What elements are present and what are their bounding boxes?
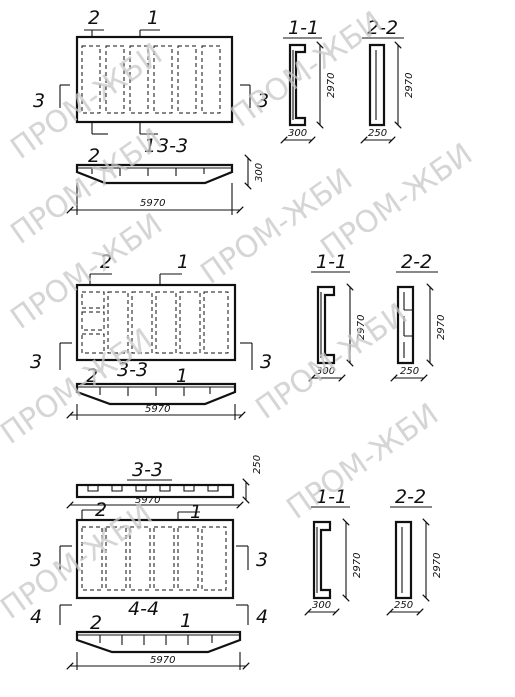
dim-length: 5970 [140,198,165,209]
dim-length-bottom: 5970 [150,655,175,666]
section-height: 2970 [404,73,415,98]
section-height: 2970 [326,73,337,98]
variant-1: 2 1 3 3 2 1 3-3 5970 [33,7,415,215]
section-label: 2-2 [367,17,398,39]
section-label: 1-1 [316,251,347,273]
plan-rib-cells-2 [81,291,229,354]
dim-height: 250 [252,455,263,474]
section-width: 250 [394,600,413,611]
section-2-2-v2: 2-2 2970 250 [394,251,447,378]
variant-3: 3-3 250 5970 2 1 [30,455,443,670]
section-width: 300 [288,128,307,139]
side-label-left: 3 [30,549,42,571]
section-width: 300 [316,366,335,377]
elevation-label: 3-3 [117,359,148,381]
section-height: 2970 [352,553,363,578]
section-width: 250 [368,128,387,139]
bottom-label-left: 4 [30,606,42,628]
section-label: 2-2 [395,486,426,508]
cut-label-1: 1 [177,251,189,273]
section-2-2-v3: 2-2 2970 250 [390,486,443,612]
section-1-1-v3: 1-1 2970 300 [308,486,363,612]
variant-2: 2 1 3 3 2 1 3-3 5970 1-1 297 [30,251,447,420]
side-label-left: 3 [30,351,42,373]
cut-label-2: 2 [88,7,100,29]
elev-mark-left: 2 [86,365,98,387]
section-1-1-v1: 1-1 2970 300 [283,17,337,140]
plan-view-1: 2 1 3 3 [33,7,269,135]
section-1-1-v2: 1-1 2970 300 [311,251,367,378]
section-width: 300 [312,600,331,611]
elev-mark-right: 1 [180,610,192,632]
section-height: 2970 [432,553,443,578]
plan-view-2: 2 1 3 3 [30,251,272,373]
section-height: 2970 [356,315,367,340]
side-label-right: 3 [257,90,269,112]
section-label: 2-2 [401,251,432,273]
side-label-left: 3 [33,90,45,112]
elevation-1: 2 1 3-3 5970 300 [70,135,265,215]
plan-rib-cells-1 [81,45,221,114]
cut-label-1: 1 [147,7,159,29]
section-height: 2970 [436,315,447,340]
bottom-label-right: 4 [256,606,268,628]
side-label-right: 3 [256,549,268,571]
elevation-label: 4-4 [128,598,159,620]
top-section-label: 3-3 [132,459,163,481]
cut-label-2: 2 [95,499,107,521]
cut-label-1: 1 [190,501,202,523]
dim-length-top: 5970 [135,495,160,506]
elev-mark-right: 1 [176,365,188,387]
dim-length: 5970 [145,404,170,415]
elev-mark-right: 1 [144,135,156,157]
plan-view-3: 3 3 4 4 [30,518,268,628]
dim-height: 300 [254,163,265,182]
elev-mark-left: 2 [88,145,100,167]
top-section-3-3: 3-3 250 5970 2 1 [70,455,263,523]
elevation-3: 4-4 2 1 5970 [70,598,246,670]
elevation-2: 2 1 3-3 5970 [70,359,242,420]
elevation-label: 3-3 [157,135,188,157]
plan-rib-cells-3 [81,526,227,591]
section-label: 1-1 [288,17,319,39]
cut-label-2: 2 [100,251,112,273]
section-label: 1-1 [316,486,347,508]
side-label-right: 3 [260,351,272,373]
section-width: 250 [400,366,419,377]
elev-mark-left: 2 [90,612,102,634]
section-2-2-v1: 2-2 2970 250 [362,17,415,140]
watermark: ПРОМ-ЖБИ [250,297,415,427]
